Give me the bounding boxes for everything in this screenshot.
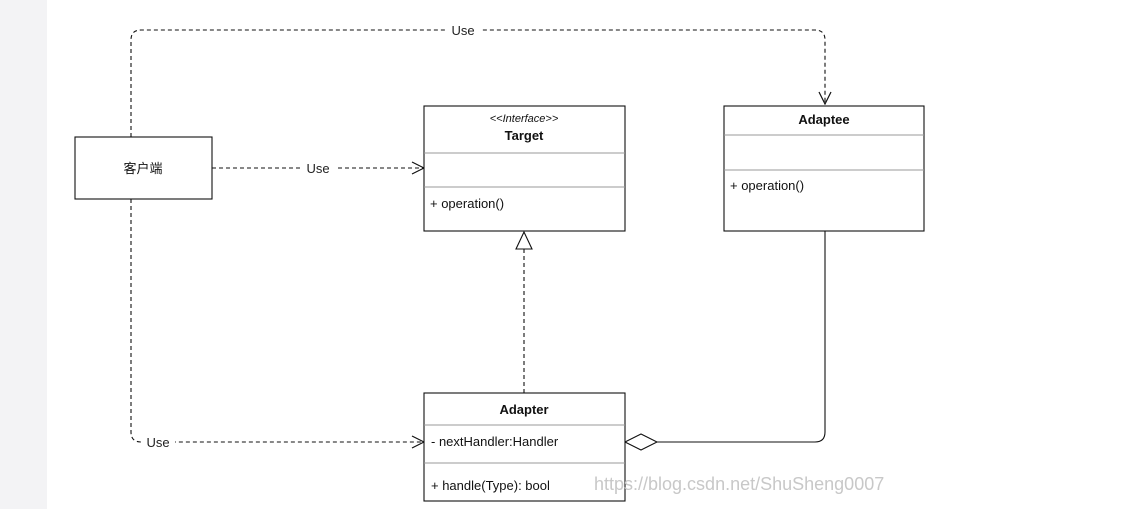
target-stereotype: <<Interface>> [490, 113, 559, 125]
edge-client-adapter [130, 199, 424, 442]
adapter-attribute: - nextHandler:Handler [431, 434, 559, 449]
adapter-name: Adapter [499, 402, 548, 417]
target-name: Target [505, 128, 544, 143]
target-class[interactable]: <<Interface>> Target + operation() [423, 105, 626, 232]
edge-label-bg [301, 160, 335, 176]
aggregation-diamond [623, 433, 659, 451]
watermark-text: https://blog.csdn.net/ShuSheng0007 [594, 474, 884, 494]
client-label: 客户端 [123, 161, 162, 176]
edge-adapter-adaptee [657, 231, 826, 443]
edge-label-bg [446, 22, 480, 38]
edge-label-use-middle: Use [306, 161, 329, 176]
adapter-method: + handle(Type): bool [431, 478, 550, 493]
edge-label-use-bottom: Use [146, 435, 169, 450]
edge-label-bg [141, 434, 175, 450]
adapter-class[interactable]: Adapter - nextHandler:Handler + handle(T… [423, 392, 626, 502]
adaptee-method: + operation() [730, 178, 804, 193]
target-method: + operation() [430, 196, 504, 211]
left-gutter [0, 0, 47, 509]
adaptee-name: Adaptee [798, 112, 849, 127]
edge-label-use-top: Use [451, 23, 474, 38]
client-box[interactable]: 客户端 [74, 136, 213, 200]
realization-triangle [515, 230, 533, 250]
adaptee-class[interactable]: Adaptee + operation() [723, 105, 925, 232]
